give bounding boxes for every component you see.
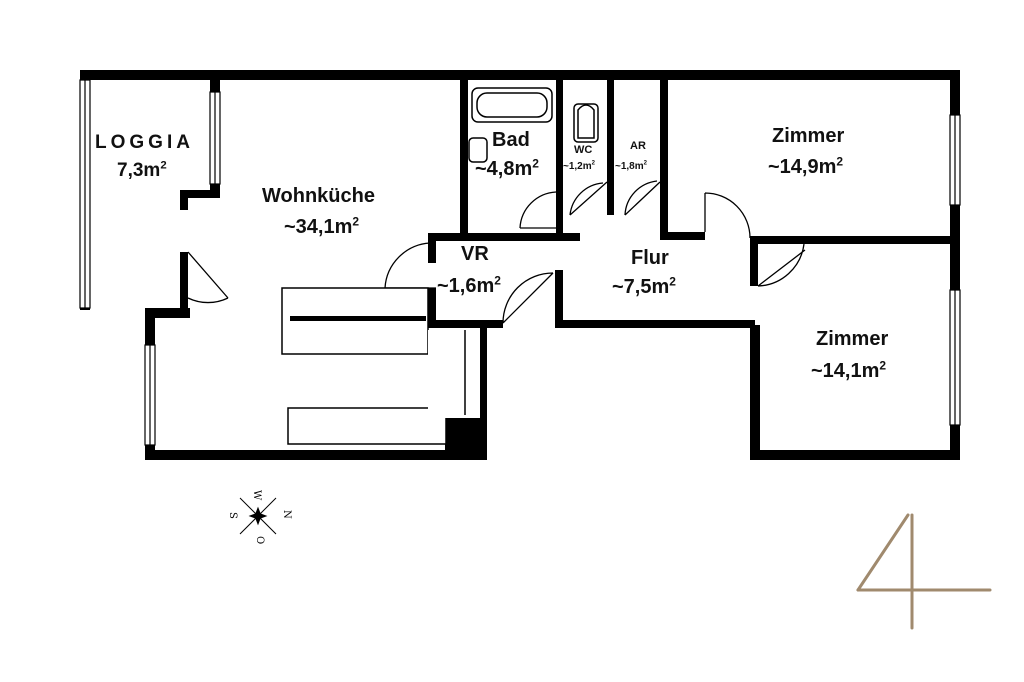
- room-name-loggia: LOGGIA: [95, 132, 194, 153]
- room-area-zimmer-2: ~14,1m2: [811, 358, 887, 382]
- room-area-ar: ~1,8m2: [615, 160, 647, 172]
- room-area-vr: ~1,6m2: [437, 273, 501, 297]
- room-name-zimmer-1: Zimmer: [772, 125, 845, 147]
- kitchen-counter: [287, 407, 447, 445]
- room-name-wohnkueche: Wohnküche: [262, 185, 375, 207]
- room-name-flur: Flur: [631, 247, 669, 269]
- fixtures: [281, 87, 599, 445]
- compass-o: O: [254, 536, 265, 544]
- walls: [80, 70, 960, 460]
- room-name-wc: WC: [574, 144, 593, 156]
- room-area-wohnkueche: ~34,1m2: [284, 214, 360, 238]
- room-name-bad: Bad: [492, 129, 530, 151]
- room-name-zimmer-2: Zimmer: [816, 328, 889, 350]
- logo-four: [856, 513, 992, 630]
- door-swings: [187, 180, 806, 324]
- room-area-bad: ~4,8m2: [475, 156, 539, 180]
- compass-icon: [239, 497, 277, 535]
- room-area-zimmer-1: ~14,9m2: [768, 154, 844, 178]
- room-name-vr: VR: [461, 243, 489, 265]
- compass-s: S: [227, 512, 238, 519]
- room-area-loggia: 7,3m2: [117, 159, 167, 181]
- washbasin: [468, 137, 488, 163]
- room-name-ar: AR: [630, 140, 646, 152]
- compass-w: W: [251, 490, 262, 501]
- room-area-wc: ~1,2m2: [563, 160, 595, 172]
- room-area-flur: ~7,5m2: [612, 274, 676, 298]
- compass-n: N: [281, 510, 292, 519]
- windows: [79, 79, 961, 446]
